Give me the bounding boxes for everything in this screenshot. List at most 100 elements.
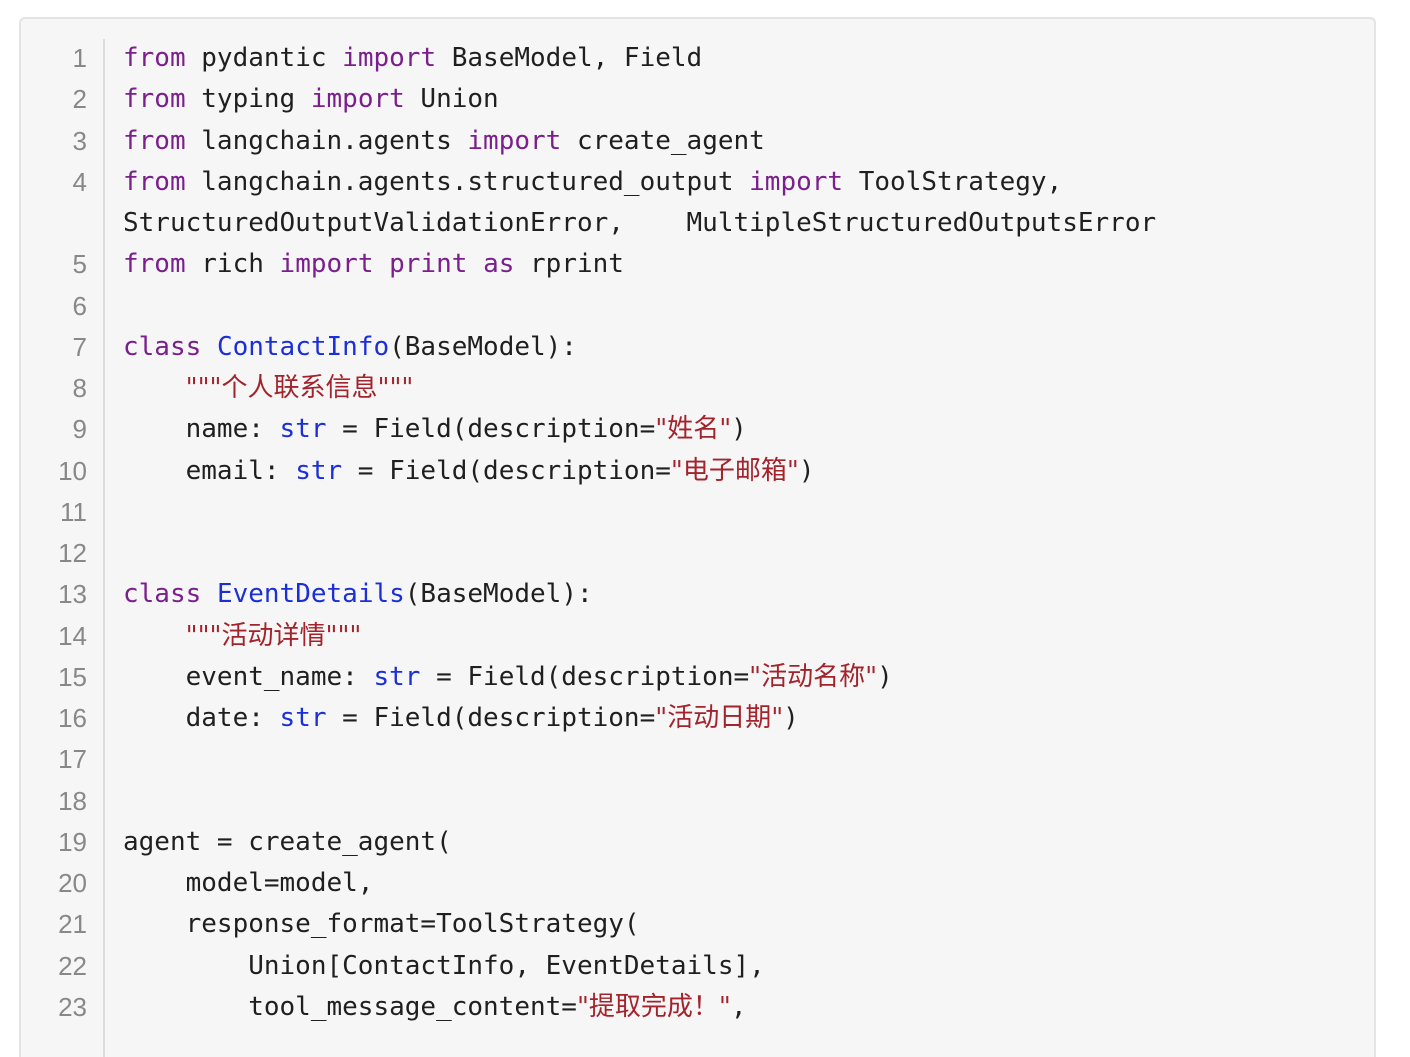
code-line: 9 name: str = Field(description="姓名"): [21, 409, 1361, 450]
gutter-divider: [103, 39, 105, 1057]
code-token: from: [123, 249, 186, 280]
code-text: from typing import Union: [123, 79, 499, 120]
code-token: ,: [730, 991, 747, 1022]
code-text: class EventDetails(BaseModel):: [123, 574, 593, 615]
code-token: event_name:: [123, 661, 374, 692]
code-token: as: [483, 249, 515, 280]
code-token: """个人联系信息""": [185, 373, 414, 403]
code-token: "姓名": [655, 414, 732, 445]
code-token: EventDetails: [216, 579, 405, 610]
code-token: from: [123, 43, 186, 73]
line-number: 8: [72, 373, 87, 403]
code-token: rich: [185, 249, 280, 280]
code-token: """活动详情""": [185, 620, 362, 651]
code-line: 15 event_name: str = Field(description="…: [21, 657, 1361, 698]
code-token: Union[ContactInfo, EventDetails],: [123, 950, 765, 981]
code-token: "活动名称": [749, 661, 878, 692]
code-token: class: [123, 331, 202, 362]
code-token: langchain.agents.structured_output: [185, 166, 750, 197]
code-text: from langchain.agents.structured_output …: [123, 162, 1062, 203]
code-token: import: [310, 84, 405, 115]
code-token: = Field(description=: [342, 455, 671, 486]
code-text: Union[ContactInfo, EventDetails],: [123, 946, 765, 987]
code-text: model=model,: [123, 863, 374, 904]
code-text: event_name: str = Field(description="活动名…: [123, 657, 893, 698]
line-number: 16: [58, 703, 87, 733]
code-token: = Field(description=: [326, 414, 656, 445]
code-text: class ContactInfo(BaseModel):: [123, 327, 577, 368]
code-token: str: [373, 661, 421, 692]
code-line: 7 class ContactInfo(BaseModel):: [21, 327, 1361, 368]
code-token: ContactInfo: [216, 331, 390, 362]
line-number: 10: [58, 455, 87, 486]
code-token: model=model,: [123, 868, 374, 898]
code-text: date: str = Field(description="活动日期"): [123, 698, 799, 739]
line-number: 7: [72, 331, 87, 362]
code-text: response_format=ToolStrategy(: [123, 904, 640, 945]
code-text: StructuredOutputValidationError, Multipl…: [123, 203, 1156, 244]
line-number: 5: [72, 249, 87, 280]
line-number: 3: [72, 125, 87, 156]
line-number: 15: [58, 661, 87, 692]
code-token: [123, 621, 186, 651]
line-number: 11: [60, 496, 87, 527]
code-line: 14 """活动详情""": [21, 616, 1361, 657]
line-number: 1: [72, 43, 87, 73]
code-text: from pydantic import BaseModel, Field: [123, 38, 702, 79]
code-text: """个人联系信息""": [123, 368, 414, 409]
line-number: 12: [58, 538, 87, 568]
code-token: class: [123, 579, 202, 610]
code-token: = Field(description=: [326, 703, 656, 733]
code-token: str: [295, 455, 343, 486]
code-token: StructuredOutputValidationError, Multipl…: [123, 208, 1157, 238]
code-token: ): [798, 455, 815, 486]
code-token: ): [783, 703, 799, 733]
code-token: tool_message_content=: [123, 991, 577, 1022]
code-token: = Field(description=: [420, 661, 750, 692]
line-number: 13: [58, 579, 87, 610]
code-line: 13 class EventDetails(BaseModel):: [21, 574, 1361, 615]
code-token: name:: [123, 414, 280, 445]
code-line: 16 date: str = Field(description="活动日期"): [21, 698, 1361, 739]
code-token: [123, 373, 186, 403]
code-line: 23 tool_message_content="提取完成！",: [21, 987, 1361, 1028]
line-number: 19: [58, 826, 87, 857]
code-line: StructuredOutputValidationError, Multipl…: [21, 203, 1361, 244]
line-number: 14: [58, 620, 87, 651]
line-number: 21: [58, 909, 87, 940]
code-line: 12: [21, 533, 1361, 574]
code-text: agent = create_agent(: [123, 822, 452, 863]
code-token: ): [877, 661, 893, 692]
code-token: pydantic: [185, 43, 343, 73]
code-line: 22 Union[ContactInfo, EventDetails],: [21, 946, 1361, 987]
code-token: (BaseModel):: [389, 331, 577, 362]
code-token: "活动日期": [655, 703, 784, 733]
code-token: ): [731, 414, 747, 445]
code-token: (BaseModel):: [404, 579, 593, 610]
code-token: from: [123, 166, 186, 197]
code-token: rprint: [514, 249, 624, 280]
line-number: 17: [58, 744, 87, 775]
code-line: 10 email: str = Field(description="电子邮箱"…: [21, 451, 1361, 492]
code-token: import: [467, 125, 562, 156]
line-number: 9: [72, 414, 87, 445]
code-token: BaseModel, Field: [436, 43, 703, 73]
code-text: email: str = Field(description="电子邮箱"): [123, 451, 815, 492]
code-token: [201, 579, 217, 609]
code-line: 17: [21, 739, 1361, 780]
code-token: from: [123, 84, 186, 115]
code-line: 6: [21, 286, 1361, 327]
line-number: 6: [72, 290, 87, 321]
code-line: 18: [21, 781, 1361, 822]
code-token: Union: [404, 84, 499, 115]
code-token: [467, 249, 483, 279]
code-token: import: [342, 43, 437, 73]
code-line: 19 agent = create_agent(: [21, 822, 1361, 863]
code-token: langchain.agents: [185, 125, 468, 156]
code-token: response_format=ToolStrategy(: [123, 909, 640, 940]
